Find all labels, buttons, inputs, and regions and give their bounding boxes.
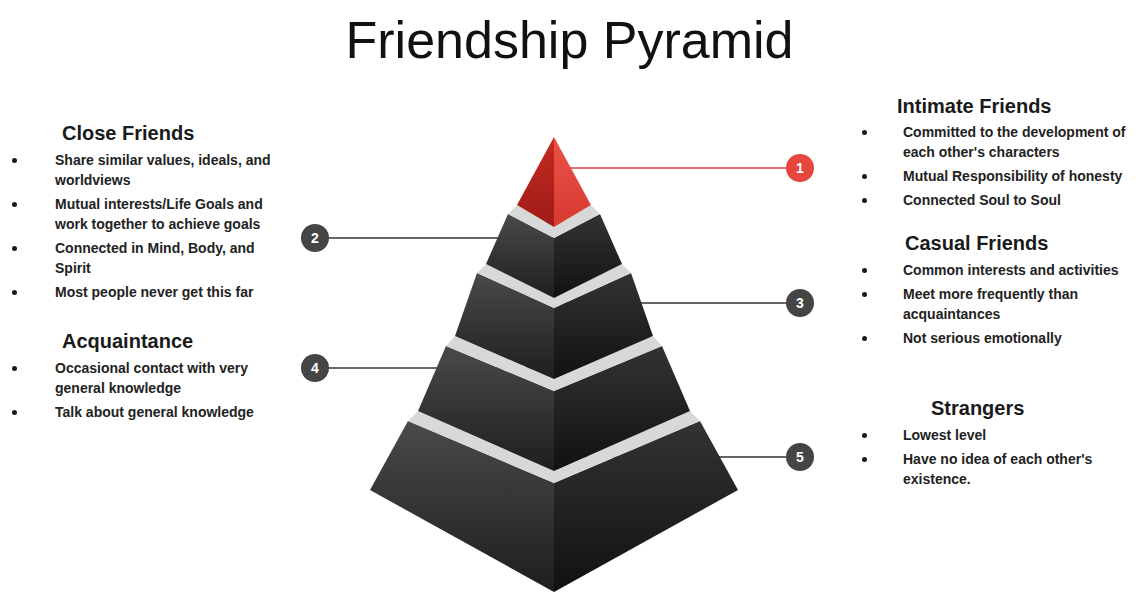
callout-circle: 4: [301, 354, 329, 382]
bullet-item: Occasional contact with very general kno…: [12, 358, 293, 398]
description-list: Share similar values, ideals, and worldv…: [12, 150, 293, 302]
bullet-item: Have no idea of each other's existence.: [862, 449, 1131, 489]
bullet-item: Share similar values, ideals, and worldv…: [12, 150, 293, 190]
tier-description: Occasional contact with very general kno…: [55, 358, 293, 398]
tier-description: Share similar values, ideals, and worldv…: [55, 150, 293, 190]
bullet-cell: [12, 194, 55, 234]
title-wrap: Friendship Pyramid: [0, 10, 1139, 70]
tier-description: Common interests and activities: [903, 260, 1131, 280]
callout-circle: 3: [786, 289, 814, 317]
bullet-dot: [12, 246, 17, 251]
bullet-dot: [12, 410, 17, 415]
bullet-cell: [12, 402, 55, 422]
bullet-dot: [862, 457, 867, 462]
tier-heading: Acquaintance: [62, 329, 293, 353]
tier-heading: Strangers: [931, 396, 1131, 420]
callout-circle: 1: [786, 154, 814, 182]
bullet-cell: [12, 282, 55, 302]
callout-number: 5: [796, 449, 804, 465]
leader-line: [554, 167, 786, 169]
bullet-item: Mutual interests/Life Goals and work tog…: [12, 194, 293, 234]
tier-description: Meet more frequently than acquaintances: [903, 284, 1131, 324]
bullet-cell: [12, 238, 55, 278]
tier-description: Mutual interests/Life Goals and work tog…: [55, 194, 293, 234]
bullet-dot: [862, 292, 867, 297]
bullet-cell: [862, 122, 903, 162]
bullet-item: Connected Soul to Soul: [862, 190, 1131, 210]
callout-circle: 2: [301, 224, 329, 252]
tier-heading: Intimate Friends: [897, 94, 1131, 118]
bullet-dot: [12, 290, 17, 295]
page-title: Friendship Pyramid: [0, 10, 1139, 70]
bullet-item: Talk about general knowledge: [12, 402, 293, 422]
bullet-dot: [12, 202, 17, 207]
callout-number: 1: [796, 160, 804, 176]
text-group: StrangersLowest levelHave no idea of eac…: [862, 396, 1131, 493]
apex-face: [517, 137, 554, 227]
bullet-cell: [862, 328, 903, 348]
description-list: Occasional contact with very general kno…: [12, 358, 293, 422]
tier-description: Have no idea of each other's existence.: [903, 449, 1131, 489]
tier-description: Most people never get this far: [55, 282, 293, 302]
bullet-cell: [862, 284, 903, 324]
bullet-item: Connected in Mind, Body, and Spirit: [12, 238, 293, 278]
bullet-dot: [862, 433, 867, 438]
tier-description: Committed to the development of each oth…: [903, 122, 1131, 162]
bullet-item: Common interests and activities: [862, 260, 1131, 280]
tier-description: Connected in Mind, Body, and Spirit: [55, 238, 293, 278]
callout-number: 4: [311, 360, 319, 376]
bullet-item: Most people never get this far: [12, 282, 293, 302]
bullet-cell: [862, 190, 903, 210]
bullet-dot: [12, 366, 17, 371]
tier-description: Not serious emotionally: [903, 328, 1131, 348]
callout-number: 2: [311, 230, 319, 246]
tier-heading: Casual Friends: [905, 231, 1131, 255]
description-list: Committed to the development of each oth…: [862, 122, 1131, 210]
bullet-item: Not serious emotionally: [862, 328, 1131, 348]
text-group: Close FriendsShare similar values, ideal…: [12, 121, 293, 306]
text-group: Casual FriendsCommon interests and activ…: [862, 231, 1131, 352]
bullet-dot: [862, 174, 867, 179]
bullet-cell: [12, 150, 55, 190]
bullet-cell: [862, 425, 903, 445]
description-list: Lowest levelHave no idea of each other's…: [862, 425, 1131, 489]
bullet-dot: [862, 198, 867, 203]
tier-description: Connected Soul to Soul: [903, 190, 1131, 210]
tier-description: Lowest level: [903, 425, 1131, 445]
description-list: Common interests and activitiesMeet more…: [862, 260, 1131, 348]
apex-face: [554, 137, 591, 227]
bullet-dot: [862, 268, 867, 273]
bullet-cell: [862, 449, 903, 489]
bullet-dot: [862, 130, 867, 135]
tier-description: Mutual Responsibility of honesty: [903, 166, 1131, 186]
bullet-item: Committed to the development of each oth…: [862, 122, 1131, 162]
tier-heading: Close Friends: [62, 121, 293, 145]
bullet-cell: [862, 166, 903, 186]
text-group: Intimate FriendsCommitted to the develop…: [862, 94, 1131, 214]
bullet-item: Meet more frequently than acquaintances: [862, 284, 1131, 324]
callout-circle: 5: [786, 443, 814, 471]
bullet-dot: [12, 158, 17, 163]
pyramid-tiers: [370, 137, 738, 592]
bullet-dot: [862, 336, 867, 341]
bullet-cell: [12, 358, 55, 398]
bullet-cell: [862, 260, 903, 280]
bullet-item: Lowest level: [862, 425, 1131, 445]
tier-description: Talk about general knowledge: [55, 402, 293, 422]
bullet-item: Mutual Responsibility of honesty: [862, 166, 1131, 186]
callout-number: 3: [796, 295, 804, 311]
text-group: AcquaintanceOccasional contact with very…: [12, 329, 293, 426]
